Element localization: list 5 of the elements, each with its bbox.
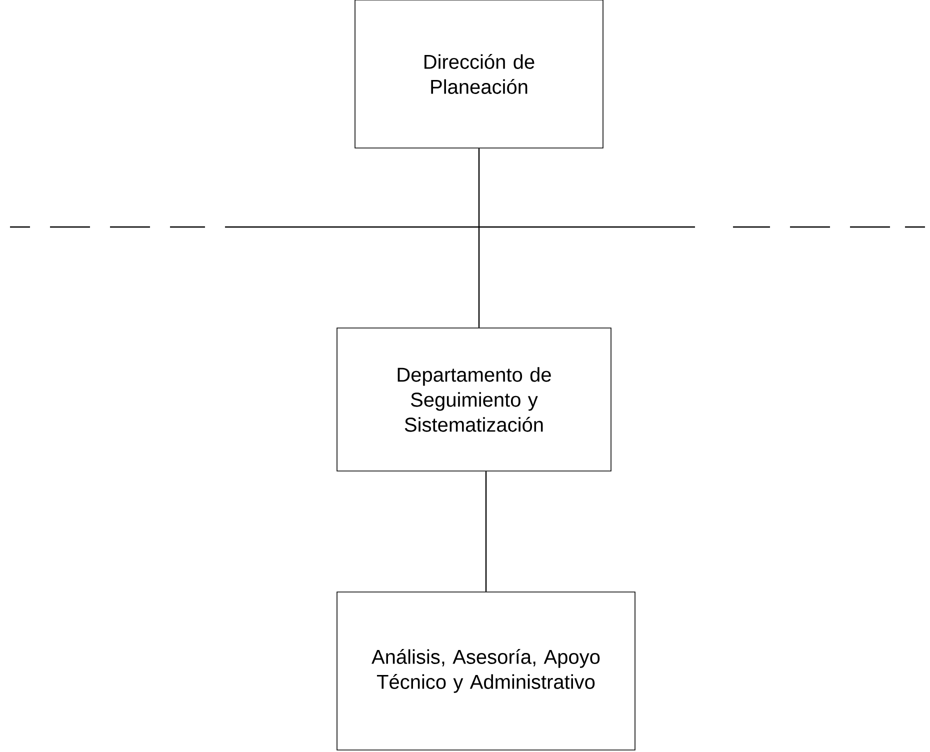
connector-line (485, 471, 487, 592)
org-box: Departamento de Seguimiento y Sistematización (336, 328, 612, 472)
org-box: Dirección de Planeación (354, 0, 604, 148)
connector-line (478, 148, 480, 328)
org-box: Análisis, Asesoría, Apoyo Técnico y Administrativo (336, 592, 636, 750)
